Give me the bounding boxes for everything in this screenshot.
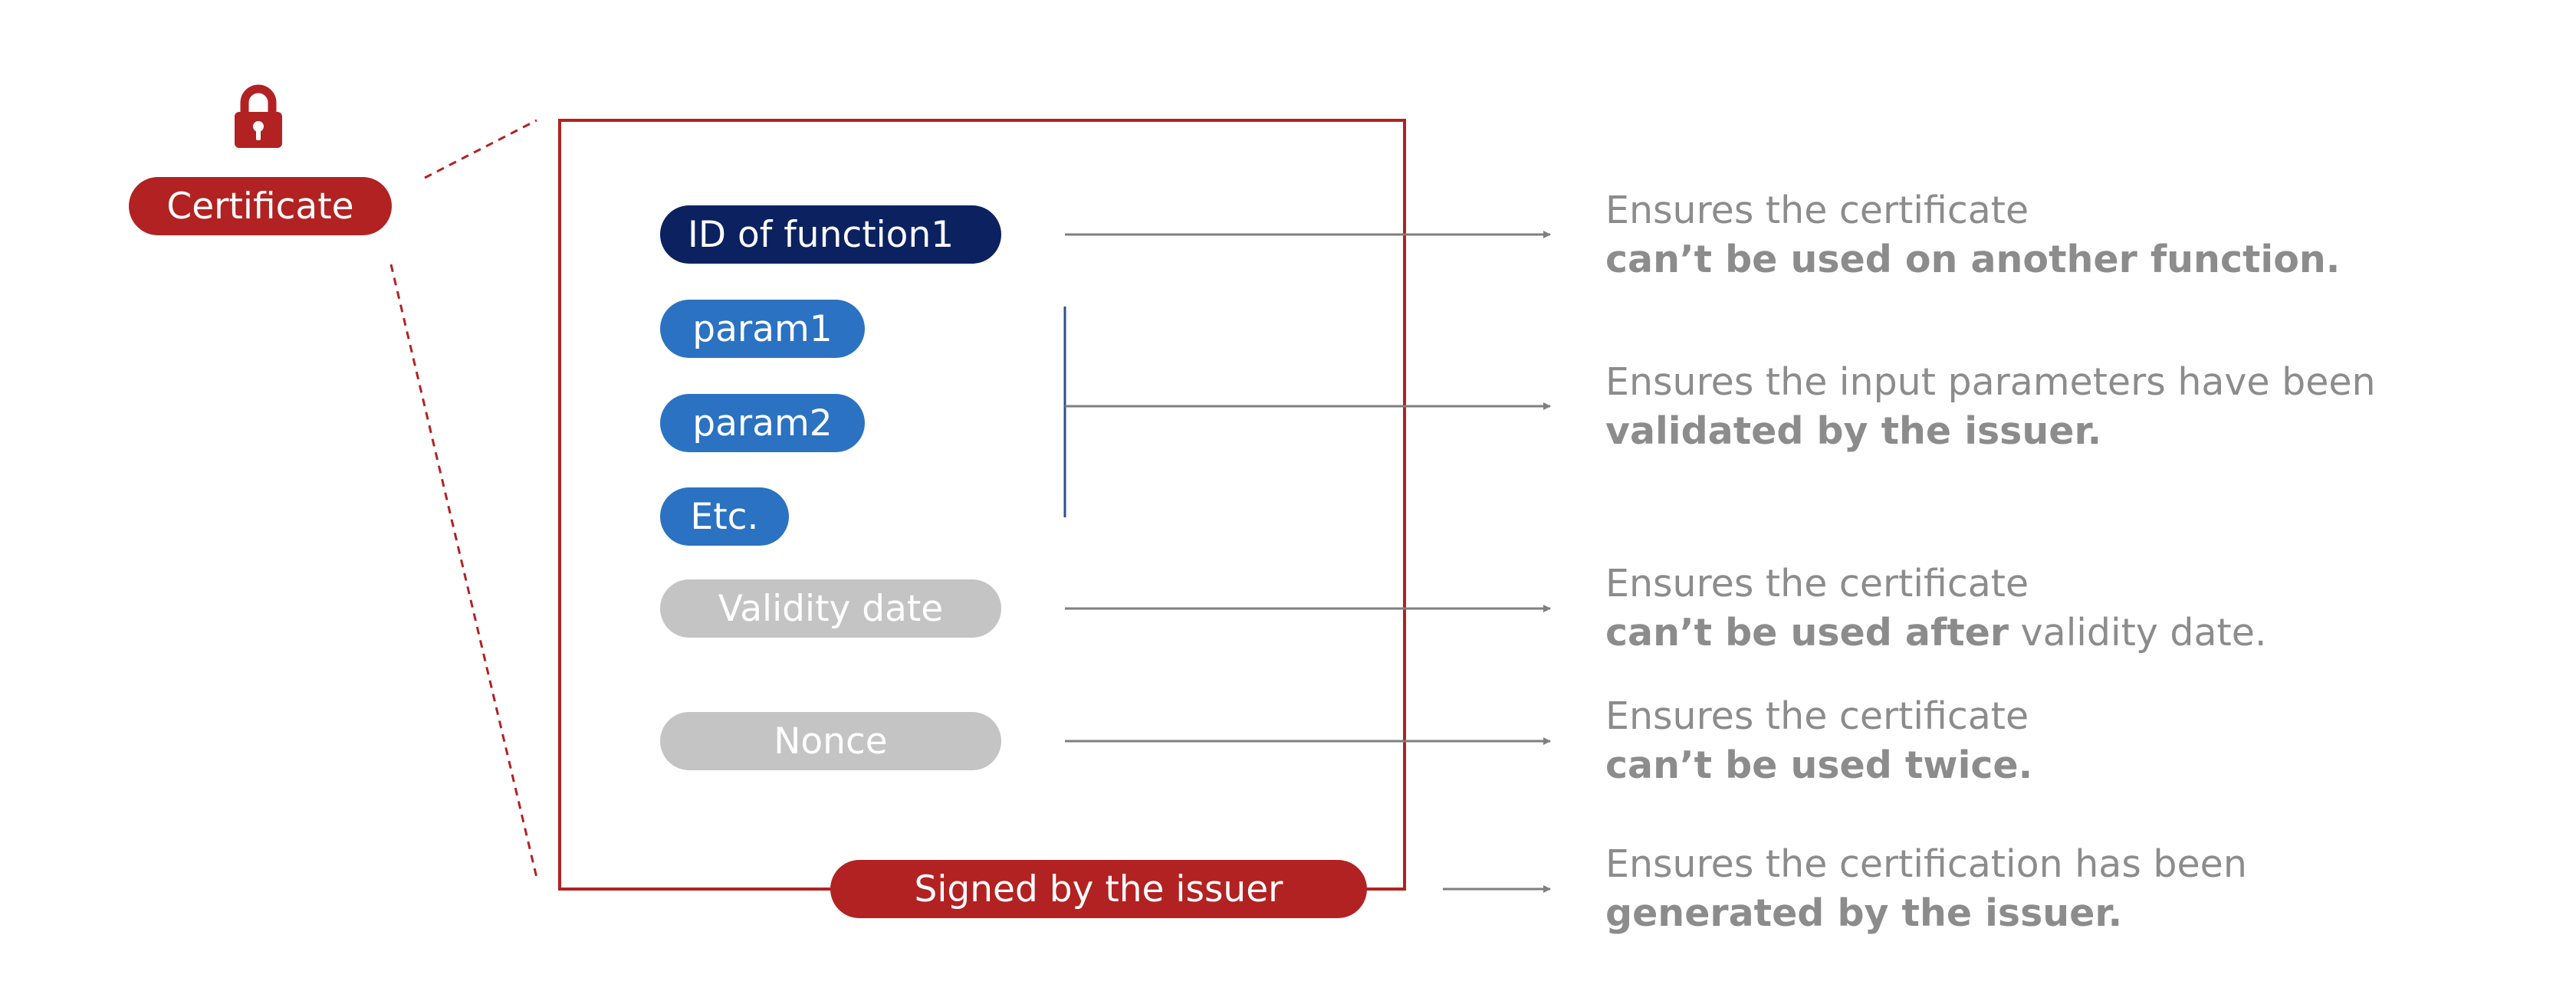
description-function-line1: Ensures the certificate: [1605, 189, 2029, 232]
signature-label-text: Signed by the issuer: [914, 868, 1283, 910]
certificate-label-text: Certificate: [166, 185, 354, 228]
description-nonce-line1: Ensures the certificate: [1605, 694, 2029, 738]
field-etc-text: Etc.: [690, 495, 759, 538]
certificate-label: Certificate: [129, 177, 392, 235]
field-param1: param1: [660, 300, 865, 358]
field-param2: param2: [660, 394, 865, 452]
field-param2-text: param2: [692, 402, 833, 445]
field-validity-date-text: Validity date: [718, 587, 944, 630]
description-signature: Ensures the certification has been gener…: [1605, 840, 2247, 938]
description-signature-bold: generated by the issuer.: [1605, 891, 2123, 935]
zoom-line-top: [424, 119, 537, 179]
description-signature-line1: Ensures the certification has been: [1605, 842, 2247, 886]
description-nonce-bold: can’t be used twice.: [1605, 743, 2033, 787]
description-validity-line1: Ensures the certificate: [1605, 562, 2029, 605]
description-validity-bold: can’t be used after: [1605, 611, 2009, 655]
description-params-line1: Ensures the input parameters have been: [1605, 360, 2376, 404]
field-etc: Etc.: [660, 487, 789, 546]
description-params: Ensures the input parameters have been v…: [1605, 358, 2376, 456]
field-nonce-text: Nonce: [774, 720, 888, 763]
description-function-bold: can’t be used on another function.: [1605, 238, 2341, 281]
description-function: Ensures the certificate can’t be used on…: [1605, 186, 2340, 284]
signature-label: Signed by the issuer: [830, 860, 1367, 918]
description-validity-normal: validity date.: [2009, 611, 2267, 655]
description-params-bold: validated by the issuer.: [1605, 409, 2102, 453]
field-param1-text: param1: [692, 307, 833, 350]
lock-icon: [235, 84, 282, 148]
description-validity: Ensures the certificate can’t be used af…: [1605, 559, 2267, 658]
description-nonce: Ensures the certificate can’t be used tw…: [1605, 692, 2032, 790]
field-nonce: Nonce: [660, 712, 1001, 770]
field-function-id: ID of function1: [660, 205, 1001, 264]
field-function-id-text: ID of function1: [688, 213, 955, 256]
zoom-line-bottom: [389, 264, 538, 878]
field-validity-date: Validity date: [660, 579, 1001, 638]
